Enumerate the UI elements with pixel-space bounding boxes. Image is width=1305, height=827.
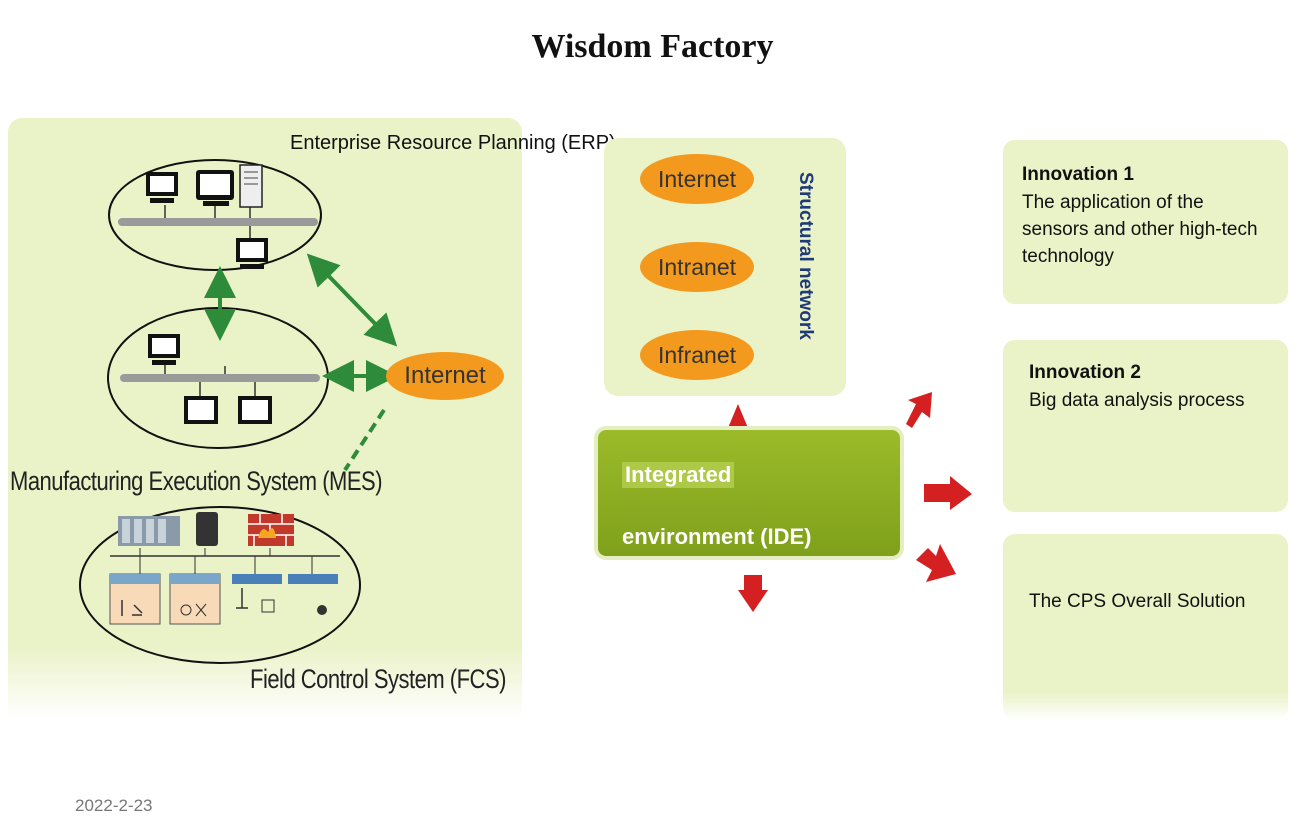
ide-to-innov1-arrow (906, 392, 932, 428)
date-footer: 2022-2-23 (75, 796, 153, 815)
ide-label-line1: Integrated (622, 462, 735, 488)
computer-icon (148, 334, 180, 365)
erp-internet-arrow (306, 253, 398, 347)
innovation-2-text: Big data analysis process (1029, 390, 1245, 411)
internet-fcs-arrow (343, 408, 386, 472)
ide-down-arrow (738, 575, 768, 612)
fcs-network-ellipse (79, 506, 361, 664)
network-node-infranet: Infranet (640, 330, 754, 380)
monitor-icon (238, 396, 272, 424)
firewall-icon (248, 514, 294, 546)
innovation-3-text: The CPS Overall Solution (1029, 591, 1246, 612)
network-node-intranet: Intranet (640, 242, 754, 292)
server-icon (239, 164, 263, 208)
ide-to-innov3-arrow (916, 544, 956, 582)
structural-network-title: Structural network (795, 172, 816, 340)
internet-node: Internet (386, 352, 504, 400)
computer-icon (236, 238, 268, 269)
computer-icon (146, 172, 178, 203)
innovation-2-card (1003, 340, 1288, 512)
monitor-icon (184, 396, 218, 424)
innovation-1-text: The application of the sensors and other… (1022, 192, 1258, 267)
innovation-1-card (1003, 140, 1288, 304)
erp-network-ellipse (108, 159, 322, 271)
ide-to-innov2-arrow (924, 476, 972, 510)
page-title: Wisdom Factory (531, 28, 774, 65)
ide-up-arrow (728, 404, 748, 428)
computer-icon (196, 170, 234, 206)
innovation-2-title: Innovation 2 (1029, 362, 1141, 383)
ide-box (598, 430, 900, 556)
ide-label-line2: environment (IDE) (622, 524, 812, 549)
innovation-1-title: Innovation 1 (1022, 164, 1134, 185)
mes-network-ellipse (107, 307, 329, 449)
innovation-3-card (1003, 534, 1288, 720)
fcs-label: Field Control System (FCS) (250, 664, 506, 694)
mes-label: Manufacturing Execution System (MES) (10, 466, 383, 496)
network-node-internet: Internet (640, 154, 754, 204)
erp-label: Enterprise Resource Planning (ERP) (290, 132, 616, 154)
